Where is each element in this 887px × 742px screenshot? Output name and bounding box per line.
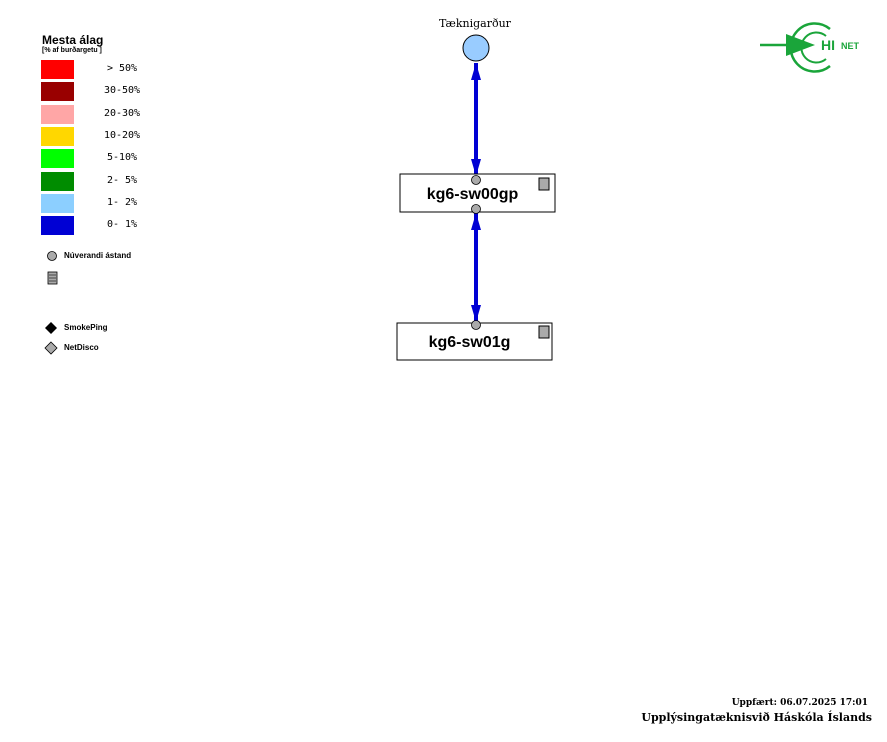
legend-subtitle: [% af burðargetu ] bbox=[42, 47, 102, 54]
smokeping-diamond-icon bbox=[45, 322, 57, 334]
color-swatch bbox=[41, 193, 74, 213]
color-swatch bbox=[41, 60, 74, 79]
device-icon[interactable] bbox=[538, 177, 550, 191]
arrow-up-icon bbox=[471, 63, 481, 80]
legend-scale-row: 0- 1% bbox=[41, 216, 161, 236]
server-legend-icon bbox=[47, 271, 58, 285]
port-status-dot[interactable] bbox=[471, 175, 481, 185]
arrow-down-icon bbox=[471, 159, 481, 176]
current-state-label: Núverandi ástand bbox=[64, 251, 132, 260]
range-label: 10-20% bbox=[103, 129, 141, 141]
range-label: 30-50% bbox=[103, 85, 141, 97]
legend-scale-row: 10-20% bbox=[41, 126, 161, 146]
site-label: Tæknigarður bbox=[439, 17, 511, 30]
range-label: 2- 5% bbox=[106, 174, 138, 186]
range-label: 0- 1% bbox=[106, 219, 138, 231]
legend-scale-row: 2- 5% bbox=[41, 171, 161, 191]
range-label: > 50% bbox=[106, 63, 138, 74]
node-label-sw00gp[interactable]: kg6-sw00gp bbox=[426, 186, 519, 203]
arrow-up-icon bbox=[471, 213, 481, 230]
color-swatch bbox=[41, 149, 74, 169]
organization-name: Upplýsingatæknisvið Háskóla Íslands bbox=[641, 711, 872, 724]
legend-scale-row: 20-30% bbox=[41, 104, 161, 124]
port-status-dot[interactable] bbox=[471, 204, 481, 214]
logo-net-text: NET bbox=[841, 41, 859, 51]
range-label: 1- 2% bbox=[106, 196, 138, 208]
legend-title: Mesta álag bbox=[42, 33, 104, 47]
link-site-sw00gp[interactable] bbox=[471, 63, 481, 176]
range-label: 5-10% bbox=[106, 152, 138, 164]
color-swatch bbox=[41, 104, 74, 124]
color-swatch bbox=[41, 216, 74, 236]
updated-timestamp: Uppfært: 06.07.2025 17:01 bbox=[731, 698, 868, 708]
device-icon[interactable] bbox=[538, 325, 550, 339]
port-status-dot[interactable] bbox=[471, 320, 481, 330]
color-swatch bbox=[41, 82, 74, 102]
arrow-down-icon bbox=[471, 305, 481, 322]
link-sw00gp-sw01g[interactable] bbox=[471, 213, 481, 322]
legend-scale-row: > 50% bbox=[41, 60, 161, 79]
color-swatch bbox=[41, 171, 74, 191]
legend-scale-row: 1- 2% bbox=[41, 193, 161, 213]
smokeping-label: SmokePing bbox=[64, 323, 108, 332]
netdisco-diamond-icon bbox=[44, 341, 58, 355]
current-state-dot-icon bbox=[47, 251, 57, 261]
logo-hi-text: HI bbox=[821, 37, 835, 53]
color-swatch bbox=[41, 126, 74, 146]
legend-scale-row: 30-50% bbox=[41, 82, 161, 102]
hinet-logo bbox=[760, 22, 831, 73]
range-label: 20-30% bbox=[103, 107, 141, 119]
site-node-circle[interactable] bbox=[462, 34, 490, 62]
legend-scale-row: 5-10% bbox=[41, 149, 161, 169]
node-label-sw01g[interactable]: kg6-sw01g bbox=[428, 334, 511, 351]
netdisco-label: NetDisco bbox=[64, 343, 99, 352]
